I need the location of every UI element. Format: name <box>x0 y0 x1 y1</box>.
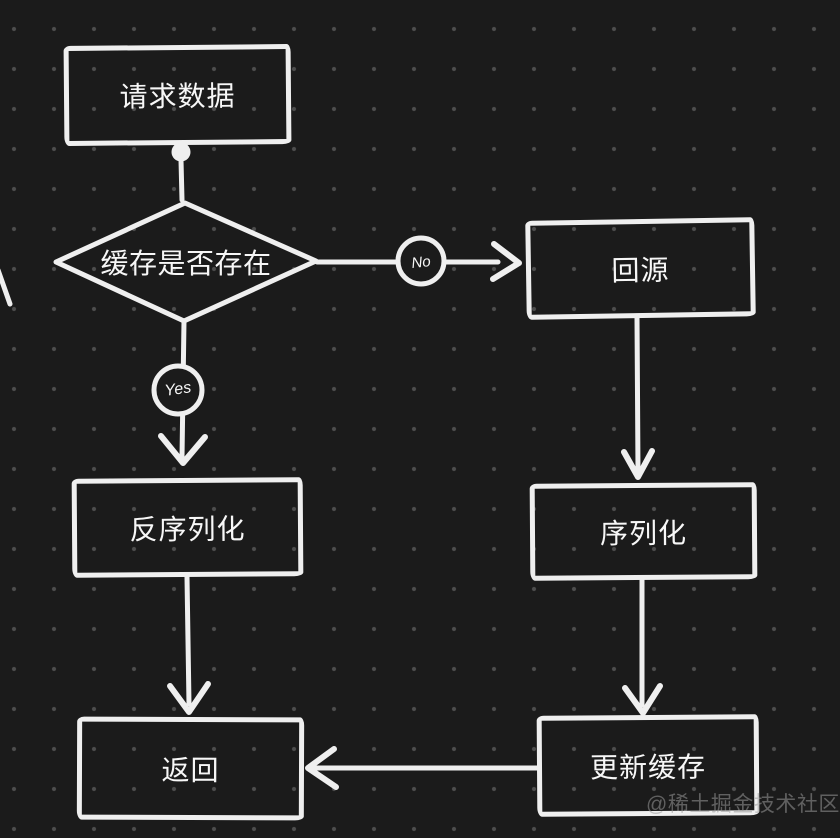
node-return: 返回 <box>76 716 305 821</box>
edge-label-no: No <box>410 252 432 272</box>
node-deserialize-label: 反序列化 <box>129 513 246 545</box>
arrowhead-origin-to-serialize <box>621 448 655 480</box>
node-back-to-source: 回源 <box>525 217 756 320</box>
junction-dot <box>171 142 191 162</box>
no-badge-circle <box>395 235 447 287</box>
node-cache-exists-label: 缓存是否存在 <box>100 248 272 279</box>
node-update-cache-label: 更新缓存 <box>589 751 707 783</box>
node-request-data-label: 请求数据 <box>119 80 236 113</box>
arrowhead-deserialize-to-return <box>167 681 211 715</box>
connector-origin-to-serialize <box>634 315 641 473</box>
arrowhead-update-to-return <box>305 746 339 790</box>
arrowhead-no-branch <box>490 241 522 282</box>
node-deserialize: 反序列化 <box>71 477 304 578</box>
connector-deserialize-to-return <box>184 574 192 707</box>
watermark: @稀土掘金技术社区 <box>646 793 840 816</box>
node-serialize-label: 序列化 <box>599 517 688 549</box>
arrowhead-yes-branch <box>158 433 208 466</box>
node-back-to-source-label: 回源 <box>611 254 670 286</box>
node-request-data: 请求数据 <box>63 44 292 146</box>
yes-badge-circle <box>151 363 205 417</box>
connector-request-to-diamond <box>178 157 185 203</box>
arrowhead-serialize-to-update <box>622 683 663 716</box>
node-serialize: 序列化 <box>529 482 758 581</box>
node-return-label: 返回 <box>161 754 220 786</box>
stray-stroke <box>0 268 13 307</box>
